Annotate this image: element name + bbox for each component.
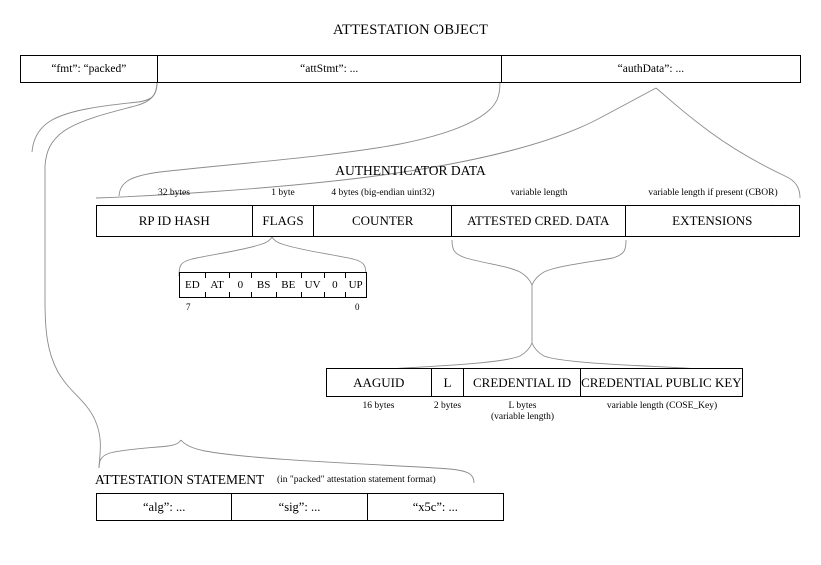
connector-fmt (31, 81, 158, 153)
field-credential-id[interactable]: CREDENTIAL ID (464, 369, 581, 396)
attested-credential-data-row: AAGUID L CREDENTIAL ID CREDENTIAL PUBLIC… (326, 368, 743, 397)
flag-bit-bs[interactable]: BS (251, 273, 276, 297)
flag-index-high: 7 (186, 302, 191, 312)
connector-authdata-right (655, 87, 801, 199)
caption-flags: 1 byte (271, 188, 295, 198)
flags-bit-box: ED AT 0 BS BE UV 0 UP (179, 272, 367, 298)
field-flags[interactable]: FLAGS (253, 206, 315, 236)
attestation-statement-note: (in "packed" attestation statement forma… (277, 475, 436, 485)
connector-attstmt (44, 81, 158, 469)
field-attstmt[interactable]: “attStmt”: ... (158, 56, 502, 82)
flag-bit-at[interactable]: AT (204, 273, 230, 297)
caption-rp-id-hash: 32 bytes (158, 188, 190, 198)
flag-bit-rfu2[interactable]: 0 (229, 273, 251, 297)
field-fmt[interactable]: “fmt”: “packed” (21, 56, 158, 82)
caption-credential-id: L bytes (508, 401, 537, 411)
caption-aaguid: 16 bytes (362, 401, 395, 411)
connector-flags-left (178, 236, 273, 277)
caption-attested-cred-data: variable length (510, 188, 568, 198)
caption-l: 2 bytes (433, 401, 462, 411)
field-l[interactable]: L (432, 369, 465, 396)
caption-credential-id-2: (variable length) (490, 412, 555, 422)
field-counter[interactable]: COUNTER (314, 206, 452, 236)
flag-bit-ed[interactable]: ED (185, 279, 200, 291)
field-sig[interactable]: “sig”: ... (232, 494, 368, 520)
field-attested-cred-data[interactable]: ATTESTED CRED. DATA (452, 206, 626, 236)
field-extensions[interactable]: EXTENSIONS (672, 213, 753, 228)
authenticator-data-row: RP ID HASH FLAGS COUNTER ATTESTED CRED. … (96, 205, 800, 237)
page-title: ATTESTATION OBJECT (332, 22, 489, 38)
attestation-statement-title: ATTESTATION STATEMENT (95, 472, 265, 487)
attestation-statement-row: “alg”: ... “sig”: ... “x5c”: ... (96, 493, 504, 521)
connector-cred-left (451, 239, 533, 286)
connector-stmt-left (98, 439, 182, 469)
connector-authdata-left (95, 87, 657, 199)
flag-bit-up[interactable]: UP (345, 273, 366, 297)
flag-bit-uv[interactable]: UV (300, 273, 325, 297)
authenticator-data-title: AUTHENTICATOR DATA (335, 163, 486, 178)
flag-bit-be[interactable]: BE (275, 273, 301, 297)
caption-credential-public-key: variable length (COSE_Key) (606, 401, 718, 411)
field-authdata[interactable]: “authData”: ... (617, 63, 685, 75)
field-x5c[interactable]: “x5c”: ... (412, 499, 458, 514)
field-credential-public-key[interactable]: CREDENTIAL PUBLIC KEY (581, 374, 742, 390)
attestation-object-row: “fmt”: “packed” “attStmt”: ... “authData… (20, 55, 801, 83)
flag-index-low: 0 (355, 302, 360, 312)
field-rp-id-hash[interactable]: RP ID HASH (97, 206, 253, 236)
caption-extensions: variable length if present (CBOR) (648, 188, 778, 198)
field-aaguid[interactable]: AAGUID (327, 369, 432, 396)
caption-counter: 4 bytes (big-endian uint32) (331, 188, 435, 198)
field-alg[interactable]: “alg”: ... (97, 494, 233, 520)
connector-flags-right (271, 236, 367, 277)
flag-bit-rfu1[interactable]: 0 (324, 273, 345, 297)
connector-cred-right (531, 239, 627, 286)
